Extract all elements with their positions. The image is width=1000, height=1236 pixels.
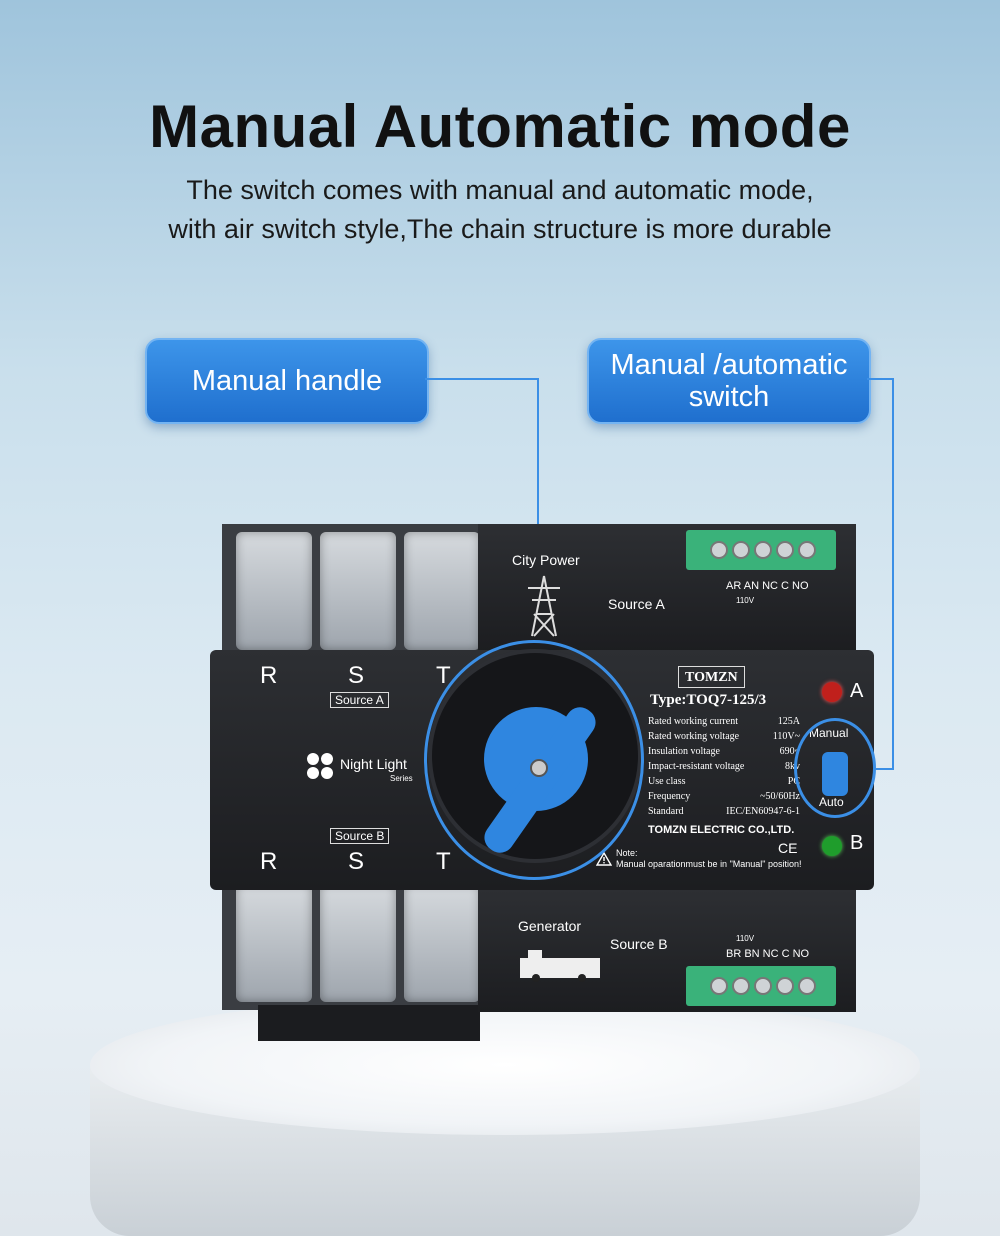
brand-badge: TOMZN — [678, 666, 745, 688]
transmission-tower-icon — [524, 574, 564, 638]
device-base — [258, 1005, 480, 1041]
spec-key: Frequency — [648, 791, 691, 802]
connector-line — [867, 378, 893, 380]
company-name: TOMZN ELECTRIC CO.,LTD. — [648, 824, 795, 836]
source-b-module: Generator Source B 110V BR BN NC C NO — [478, 890, 856, 1012]
note-text: Manual oparationmust be in "Manual" posi… — [616, 859, 802, 869]
spec-key: Impact-resistant voltage — [648, 761, 745, 772]
switch-highlight-ring — [794, 718, 876, 818]
ce-mark: CE — [778, 840, 798, 856]
manual-handle-highlight-ring — [424, 640, 644, 880]
source-b-tag: Source B — [330, 828, 390, 844]
connector-line — [892, 378, 894, 770]
spec-row: Use class PC — [648, 776, 800, 791]
callout-mode-switch-line-1: Manual /automatic — [610, 349, 848, 381]
screw — [754, 541, 772, 559]
note-label: Note: — [616, 848, 638, 858]
generator-icon — [518, 948, 612, 982]
terminal-block — [236, 532, 312, 650]
type-label: Type:TOQ7-125/3 — [650, 692, 767, 708]
screw — [798, 541, 816, 559]
terminal-voltage-bottom: 110V — [736, 934, 755, 943]
spec-row: Rated working voltage 110V~ — [648, 731, 800, 746]
screw — [732, 541, 750, 559]
spec-value: 110V~ — [772, 731, 800, 742]
control-terminal-top — [686, 530, 836, 570]
phase-s-bottom: S — [348, 848, 365, 875]
screw — [754, 977, 772, 995]
spec-value: 125A — [777, 716, 800, 727]
spec-value: 8kv — [785, 761, 800, 772]
page-title: Manual Automatic mode — [149, 93, 851, 160]
terminal-cover-bottom — [222, 880, 480, 1010]
phase-r-bottom: R — [260, 848, 278, 875]
control-terminal-bottom — [686, 966, 836, 1006]
source-a-label: Source A — [608, 596, 665, 612]
spec-value: IEC/EN60947-6-1 — [726, 806, 800, 817]
city-power-label: City Power — [512, 552, 580, 568]
terminal-block — [320, 884, 396, 1002]
led-b-label: B — [850, 832, 864, 854]
connector-line — [537, 378, 539, 648]
spec-key: Rated working current — [648, 716, 738, 727]
connector-line — [874, 768, 894, 770]
generator-label: Generator — [518, 918, 582, 934]
terminal-voltage-top: 110V — [736, 596, 755, 605]
screw — [776, 541, 794, 559]
spec-key: Rated working voltage — [648, 731, 740, 742]
screw — [710, 541, 728, 559]
spec-row: Standard IEC/EN60947-6-1 — [648, 806, 800, 821]
brand-series-sub: Series — [390, 774, 413, 783]
terminal-block — [404, 884, 480, 1002]
subtitle-line-1: The switch comes with manual and automat… — [186, 175, 814, 205]
spec-row: Insulation voltage 690~ — [648, 746, 800, 761]
terminal-labels-top: AR AN NC C NO — [726, 580, 809, 592]
spec-row: Frequency ~50/60Hz — [648, 791, 800, 806]
callout-mode-switch: Manual /automatic switch — [587, 338, 871, 424]
phase-t-bottom: T — [436, 848, 451, 875]
spec-row: Rated working current 125A — [648, 716, 800, 731]
brand-name: TOMZN — [685, 670, 738, 685]
terminal-labels-bottom: BR BN NC C NO — [726, 948, 810, 960]
screw — [710, 977, 728, 995]
spec-key: Standard — [648, 806, 684, 817]
terminal-block — [236, 884, 312, 1002]
led-source-b — [822, 836, 842, 856]
warning-icon — [595, 851, 613, 866]
spec-value: ~50/60Hz — [760, 791, 800, 802]
pedestal-top — [90, 995, 920, 1135]
phase-r-top: R — [260, 662, 278, 689]
subtitle-line-2: with air switch style,The chain structur… — [168, 214, 832, 244]
brand-series: Night Light — [340, 756, 407, 772]
screw — [732, 977, 750, 995]
connector-line — [425, 378, 538, 380]
screw — [798, 977, 816, 995]
callout-manual-handle-text: Manual handle — [191, 365, 383, 397]
spec-row: Impact-resistant voltage 8kv — [648, 761, 800, 776]
source-b-label: Source B — [610, 936, 668, 952]
spec-key: Use class — [648, 776, 686, 787]
terminal-block — [404, 532, 480, 650]
led-a-label: A — [850, 680, 864, 702]
spec-table: Rated working current 125A Rated working … — [648, 716, 800, 821]
phase-s-top: S — [348, 662, 365, 689]
source-a-module: City Power Source A AR AN NC C NO 110V — [478, 524, 856, 652]
spec-key: Insulation voltage — [648, 746, 720, 757]
night-light-logo-icon — [306, 752, 334, 780]
terminal-cover-top — [222, 524, 480, 654]
callout-manual-handle: Manual handle — [145, 338, 429, 424]
screw — [776, 977, 794, 995]
phase-t-top: T — [436, 662, 451, 689]
source-a-tag: Source A — [330, 692, 389, 708]
callout-mode-switch-line-2: switch — [688, 381, 770, 413]
led-source-a — [822, 682, 842, 702]
terminal-block — [320, 532, 396, 650]
spec-value: 690~ — [779, 746, 800, 757]
spec-value: PC — [787, 776, 800, 787]
